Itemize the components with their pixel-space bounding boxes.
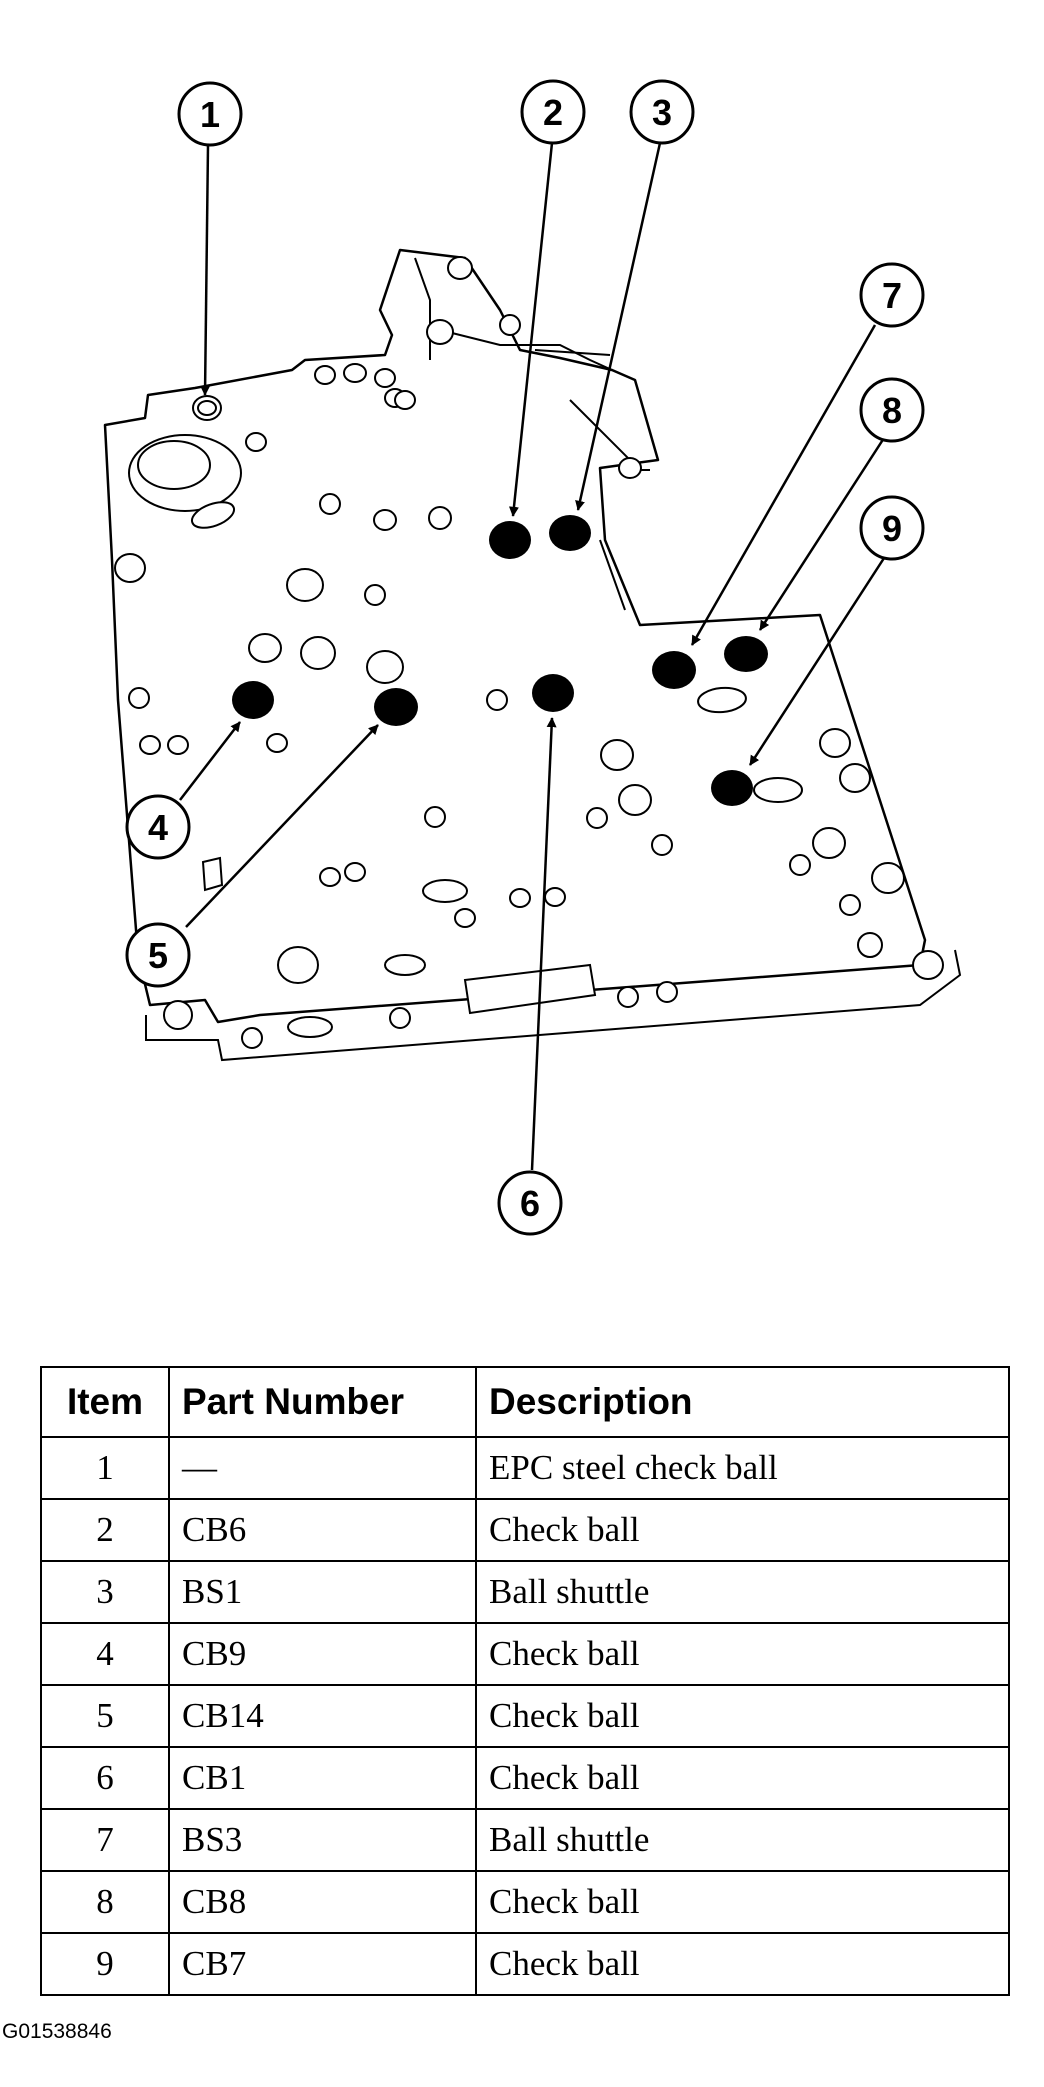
cell-item: 5 (40, 1684, 170, 1748)
svg-text:3: 3 (652, 92, 672, 133)
table-row: 4 CB9 Check ball (40, 1622, 1010, 1686)
table-row: 1 — EPC steel check ball (40, 1436, 1010, 1500)
svg-text:2: 2 (543, 92, 563, 133)
callout-4: 4 (125, 794, 191, 860)
cell-part-number: — (168, 1436, 477, 1500)
check-ball-8 (724, 636, 768, 672)
cell-item: 4 (40, 1622, 170, 1686)
separator-plate (103, 248, 927, 1024)
cell-item: 6 (40, 1746, 170, 1810)
callout-5: 5 (125, 922, 191, 988)
header-part-number: Part Number (168, 1366, 477, 1438)
cell-part-number: CB6 (168, 1498, 477, 1562)
callout-7: 7 (859, 262, 925, 328)
check-ball-9 (711, 770, 753, 806)
cell-part-number: BS3 (168, 1808, 477, 1872)
cell-description: Ball shuttle (475, 1808, 1010, 1872)
cell-description: Check ball (475, 1684, 1010, 1748)
svg-text:9: 9 (882, 508, 902, 549)
callout-3: 3 (629, 79, 695, 145)
svg-text:6: 6 (520, 1183, 540, 1224)
cell-item: 3 (40, 1560, 170, 1624)
cell-part-number: CB8 (168, 1870, 477, 1934)
table-row: 3 BS1 Ball shuttle (40, 1560, 1010, 1624)
figure-id: G01538846 (2, 2020, 112, 2043)
parts-table: Item Part Number Description 1 — EPC ste… (40, 1366, 1010, 1996)
svg-text:5: 5 (148, 935, 168, 976)
cell-description: Check ball (475, 1746, 1010, 1810)
check-ball-5 (374, 688, 418, 726)
valve-body-diagram: 1 2 3 4 5 6 7 8 (103, 79, 962, 1236)
table-row: 2 CB6 Check ball (40, 1498, 1010, 1562)
svg-text:1: 1 (200, 94, 220, 135)
check-ball-3 (549, 515, 591, 551)
cell-description: Check ball (475, 1622, 1010, 1686)
callouts: 1 2 3 4 5 6 7 8 (125, 79, 925, 1236)
callout-8: 8 (859, 377, 925, 443)
plate-holes (114, 256, 944, 1049)
table-row: 5 CB14 Check ball (40, 1684, 1010, 1748)
leader-arrows (179, 142, 888, 1171)
table-header-row: Item Part Number Description (40, 1366, 1010, 1438)
check-ball-2 (489, 521, 531, 559)
header-item: Item (40, 1366, 170, 1438)
svg-text:8: 8 (882, 390, 902, 431)
cell-item: 9 (40, 1932, 170, 1996)
check-ball-6 (532, 674, 574, 712)
check-ball-4 (232, 681, 274, 719)
cell-item: 2 (40, 1498, 170, 1562)
check-ball-7 (652, 651, 696, 689)
cell-item: 1 (40, 1436, 170, 1500)
svg-text:7: 7 (882, 275, 902, 316)
plate-edge (145, 949, 962, 1062)
table-row: 7 BS3 Ball shuttle (40, 1808, 1010, 1872)
header-description: Description (475, 1366, 1010, 1438)
svg-text:4: 4 (148, 807, 168, 848)
cell-description: EPC steel check ball (475, 1436, 1010, 1500)
cell-part-number: CB9 (168, 1622, 477, 1686)
cell-description: Ball shuttle (475, 1560, 1010, 1624)
table-row: 6 CB1 Check ball (40, 1746, 1010, 1810)
table-row: 9 CB7 Check ball (40, 1932, 1010, 1996)
cell-item: 8 (40, 1870, 170, 1934)
callout-9: 9 (859, 495, 925, 561)
cell-description: Check ball (475, 1498, 1010, 1562)
table-row: 8 CB8 Check ball (40, 1870, 1010, 1934)
callout-6: 6 (497, 1170, 563, 1236)
cell-part-number: CB14 (168, 1684, 477, 1748)
cell-item: 7 (40, 1808, 170, 1872)
cell-part-number: CB7 (168, 1932, 477, 1996)
callout-1: 1 (177, 81, 243, 147)
cell-description: Check ball (475, 1932, 1010, 1996)
check-balls (232, 515, 768, 806)
cell-part-number: CB1 (168, 1746, 477, 1810)
callout-2: 2 (520, 79, 586, 145)
cell-description: Check ball (475, 1870, 1010, 1934)
cell-part-number: BS1 (168, 1560, 477, 1624)
